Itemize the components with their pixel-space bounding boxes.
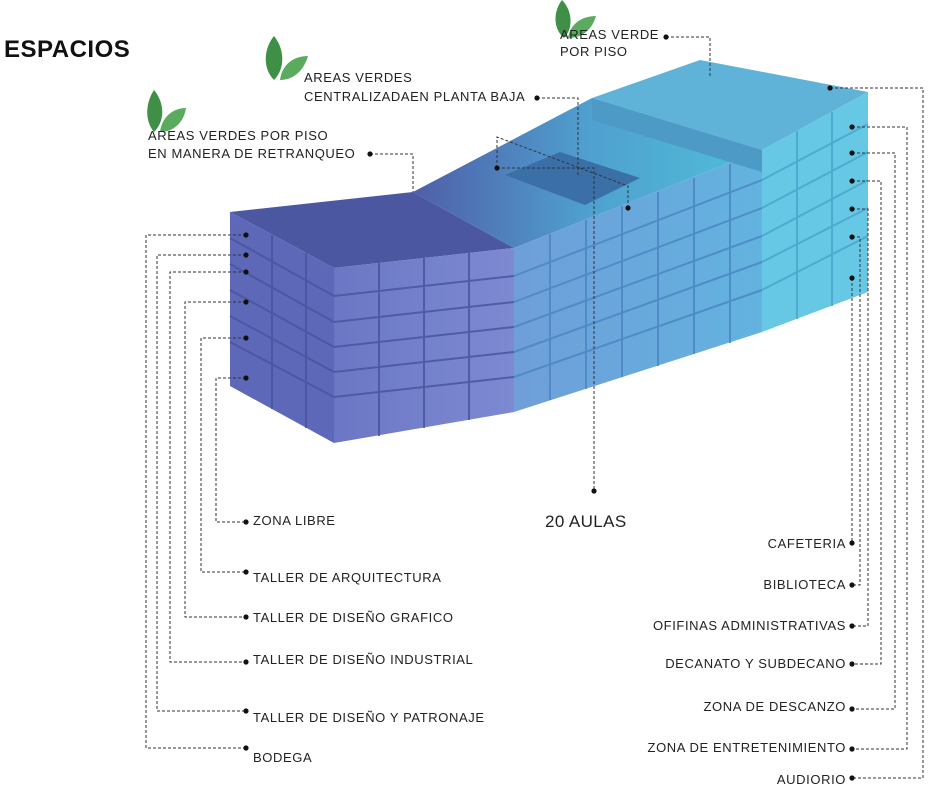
label-areas-verdes-retranqueo-1: AREAS VERDES POR PISO: [148, 128, 329, 143]
right-block-roof: [592, 60, 868, 150]
label-20-aulas: 20 AULAS: [545, 512, 627, 531]
label-bodega: BODEGA: [253, 750, 313, 765]
leader-lines: [145, 36, 924, 779]
label-audiorio: AUDIORIO: [776, 772, 846, 787]
diagram-title: ESPACIOS: [4, 36, 131, 63]
left-block-side: [230, 212, 334, 443]
label-biblioteca: BIBLIOTECA: [763, 577, 846, 592]
label-areas-verdes-central-2: CENTRALIZADAEN PLANTA BAJA: [304, 89, 526, 104]
label-taller-arquitectura: TALLER DE ARQUITECTURA: [253, 570, 442, 585]
label-oficinas-administrativas: OFIFINAS ADMINISTRATIVAS: [652, 618, 846, 633]
label-taller-diseno-industrial: TALLER DE DISEÑO INDUSTRIAL: [253, 652, 474, 667]
label-zona-entretenimiento: ZONA DE ENTRETENIMIENTO: [647, 740, 846, 755]
right-block-front: [762, 92, 868, 332]
leaf-icon-top-right: [555, 0, 596, 38]
label-areas-verdes-central-1: AREAS VERDES: [304, 70, 413, 85]
label-taller-diseno-patronaje: TALLER DE DISEÑO Y PATRONAJE: [253, 710, 485, 725]
label-areas-verde-piso-2: POR PISO: [560, 44, 628, 59]
right-block-step: [592, 98, 762, 172]
label-taller-diseno-grafico: TALLER DE DISEÑO GRAFICO: [253, 610, 454, 625]
right-block: [592, 60, 869, 332]
left-block: [229, 192, 515, 443]
leader-dots: [243, 34, 855, 781]
label-areas-verde-piso-1: AREAS VERDE: [560, 27, 660, 42]
left-block-roof: [230, 192, 514, 268]
label-zona-descanzo: ZONA DE DESCANZO: [703, 699, 846, 714]
label-zona-libre: ZONA LIBRE: [253, 513, 336, 528]
leaf-icon-left: [147, 90, 186, 132]
label-decanato-subdecano: DECANATO Y SUBDECANO: [665, 656, 846, 671]
leaf-icon-center: [265, 36, 308, 80]
label-areas-verdes-retranqueo-2: EN MANERA DE RETRANQUEO: [148, 146, 356, 161]
label-cafeteria: CAFETERIA: [767, 536, 846, 551]
central-courtyard: [505, 152, 640, 205]
